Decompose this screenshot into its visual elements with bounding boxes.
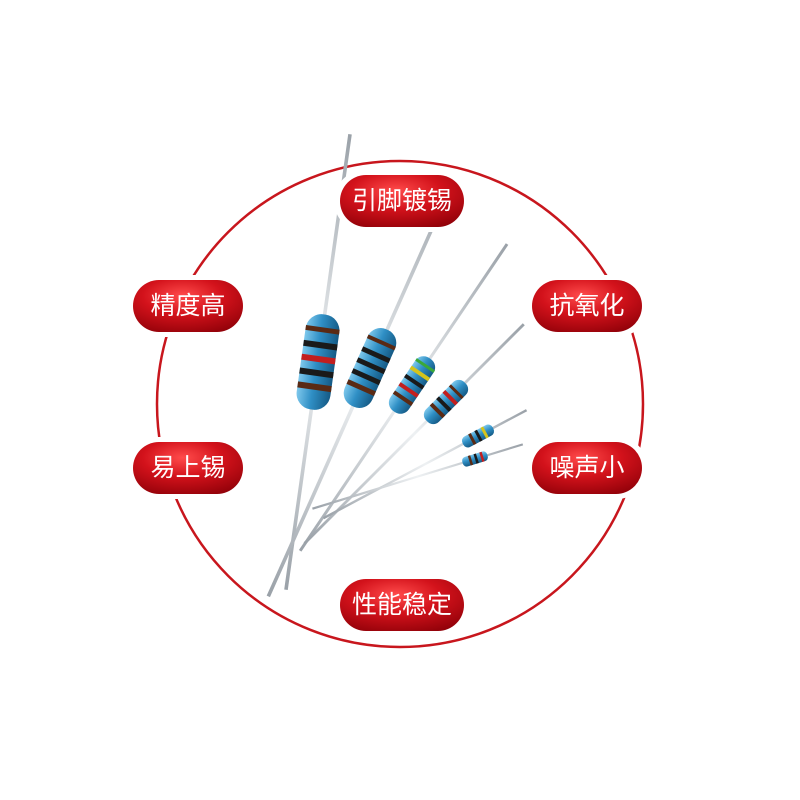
- feature-label-upper-right: 抗氧化: [549, 291, 624, 320]
- feature-ring: [155, 159, 645, 649]
- feature-pill-lower-left: 易上锡: [127, 437, 249, 499]
- feature-label-lower-left: 易上锡: [150, 453, 225, 482]
- feature-pill-upper-left: 精度高: [127, 275, 249, 337]
- feature-pill-upper-right: 抗氧化: [526, 275, 648, 337]
- resistor-5: [322, 409, 528, 520]
- resistor-2: [266, 175, 458, 598]
- feature-pill-top: 引脚镀锡: [334, 170, 470, 232]
- feature-label-lower-right: 噪声小: [549, 453, 624, 482]
- feature-label-bottom: 性能稳定: [352, 590, 452, 619]
- resistor-3: [298, 243, 509, 552]
- resistor-group: [266, 133, 528, 598]
- resistor-6: [312, 443, 524, 510]
- resistor-1: [284, 133, 352, 591]
- resistor-4: [303, 323, 525, 545]
- feature-label-top: 引脚镀锡: [352, 186, 452, 215]
- feature-label-upper-left: 精度高: [150, 291, 225, 320]
- feature-pill-bottom: 性能稳定: [334, 574, 470, 636]
- feature-pill-lower-right: 噪声小: [526, 437, 648, 499]
